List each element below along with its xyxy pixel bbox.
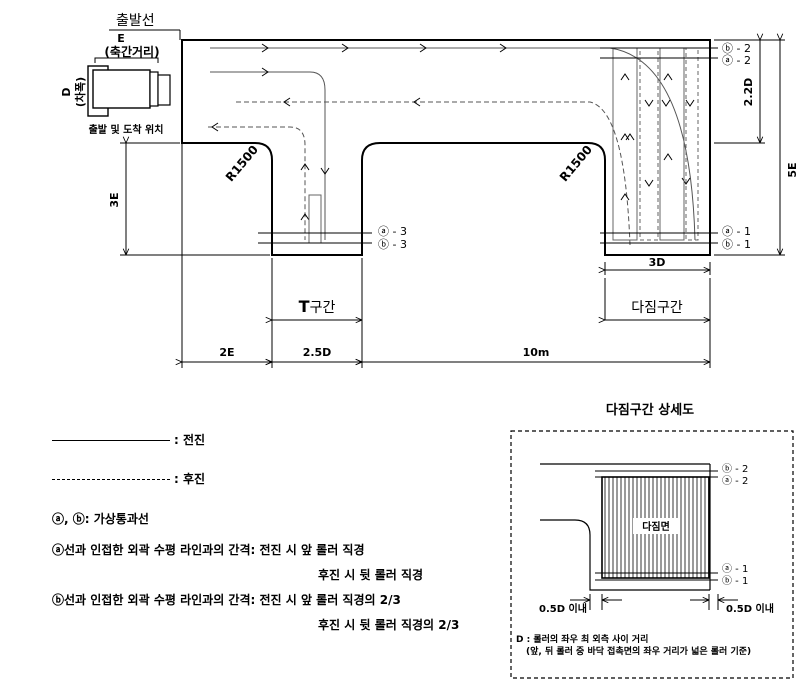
axle-bracket — [94, 57, 159, 63]
detail-a1: ⓐ - 1 — [722, 563, 748, 575]
roller-vehicle-icon — [87, 65, 171, 117]
legend-a-line-1: ⓐ선과 인접한 외곽 수평 라인과의 간격: 전진 시 앞 롤러 직경 — [52, 543, 365, 557]
line-a2-label: ⓐ - 2 — [722, 54, 751, 67]
dimension-lines — [120, 40, 785, 368]
within-left-label: 0.5D 이내 — [539, 602, 587, 615]
backward-path-t — [208, 126, 306, 240]
solid-line-sample — [52, 440, 170, 441]
legend-forward: : 전진 — [52, 431, 205, 448]
detail-b2: ⓑ - 2 — [722, 463, 748, 475]
backward-arrows — [211, 97, 635, 221]
t-zone-label: T구간 — [299, 297, 336, 316]
detail-dims — [570, 594, 738, 610]
line-a1-label: ⓐ - 1 — [722, 225, 751, 238]
detail-note-1: D : 롤러의 좌우 최 외측 사이 거리 — [516, 633, 648, 645]
dim-10m: 10m — [523, 346, 550, 359]
dashed-line-sample — [52, 479, 170, 480]
legend-a-line-2: 후진 시 뒷 롤러 직경 — [318, 568, 424, 582]
dim-5e: 5E — [786, 162, 799, 177]
compaction-arrows — [620, 73, 695, 201]
virtual-lines-right — [600, 47, 718, 244]
dim-2e: 2E — [219, 346, 234, 359]
dim-3e: 3E — [108, 192, 121, 207]
legend-b-line-1: ⓑ선과 인접한 외곽 수평 라인과의 간격: 전진 시 앞 롤러 직경의 2/3 — [52, 593, 401, 607]
legend-b-line-2: 후진 시 뒷 롤러 직경의 2/3 — [318, 618, 460, 632]
legend-virtual-lines: ⓐ, ⓑ: 가상통과선 — [52, 512, 149, 526]
axle-distance-label: (축간거리) — [104, 44, 159, 59]
line-b3-label: ⓑ - 3 — [378, 238, 407, 251]
detail-frame — [510, 430, 794, 679]
forward-path-t — [210, 71, 326, 240]
detail-outline — [540, 463, 711, 591]
detail-a2: ⓐ - 2 — [722, 475, 748, 487]
detail-virtual-lines — [595, 470, 718, 581]
detail-note-2: (앞, 뒤 롤러 중 바닥 접촉면의 좌우 거리가 넓은 롤러 기준) — [526, 645, 751, 657]
dim-2-5d: 2.5D — [303, 346, 332, 359]
axle-e-label: E — [117, 32, 125, 45]
start-position-label: 출발 및 도착 위치 — [89, 123, 164, 136]
line-a3-label: ⓐ - 3 — [378, 225, 407, 238]
legend-backward: : 후진 — [52, 470, 205, 487]
detail-title: 다짐구간 상세도 — [606, 402, 694, 418]
radius-right-label: R1500 — [557, 143, 595, 185]
detail-b1: ⓑ - 1 — [722, 575, 748, 587]
dim-3d: 3D — [649, 256, 666, 269]
virtual-lines-t — [258, 232, 372, 244]
compaction-surface-label-bg — [633, 518, 679, 534]
compaction-surface-label: 다짐면 — [642, 520, 670, 533]
within-right-label: 0.5D 이내 — [726, 602, 774, 615]
backward-path-top — [236, 101, 631, 246]
forward-path-top — [210, 47, 696, 241]
compaction-zone-label: 다짐구간 — [631, 300, 683, 316]
vehicle-width-d-label: D — [60, 87, 73, 96]
dim-2-2d: 2.2D — [742, 78, 755, 107]
line-b1-label: ⓑ - 1 — [722, 238, 751, 251]
t-zone-roller-trace — [308, 194, 322, 244]
vehicle-width-label: (차폭) — [73, 77, 87, 107]
compaction-strips — [612, 47, 699, 241]
course-outline — [181, 39, 711, 256]
forward-arrows — [261, 43, 691, 185]
radius-left-label: R1500 — [223, 143, 261, 185]
start-line-label: 출발선 — [116, 13, 155, 29]
line-b2-label: ⓑ - 2 — [722, 42, 751, 55]
